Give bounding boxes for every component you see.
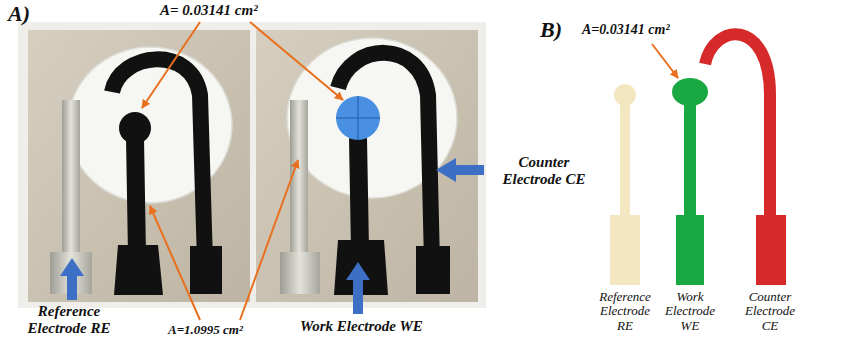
crosshair [336,96,380,140]
reference-electrode [620,102,630,217]
reference-pad [280,252,320,294]
leader-arrow [150,206,200,320]
panel-label: B) [540,18,580,42]
substrate [28,30,250,302]
counter-electrode [112,59,205,262]
counter-electrode [338,53,432,262]
counter-pad [756,215,786,285]
area-label: A=1.0995 cm² [168,323,298,337]
pointer-arrow [60,258,84,300]
panel-label: A) [8,2,48,26]
reference-electrode [62,100,80,260]
leader-arrow [240,160,298,320]
leader-arrow [142,22,200,108]
counter-pad [190,246,222,294]
working-area-highlight [336,96,380,140]
electrode-label: Reference Electrode RE [593,290,657,333]
counter-electrode [705,34,770,218]
electrode-label: Work Electrode WE [300,318,470,335]
area-label: A=0.03141 cm² [582,22,700,37]
pointer-arrow [436,158,484,182]
pointer-arrow [346,262,370,314]
reference-electrode [290,100,308,260]
working-electrode [684,100,696,217]
leader-arrow [652,44,678,78]
working-electrode [358,138,360,250]
electrode-label: Counter Electrode CE [738,290,802,333]
electrode-label: Work Electrode WE [658,290,722,333]
reference-pad [610,215,640,285]
working-electrode [135,138,137,255]
photo-background [18,22,486,308]
working-pad [114,245,163,295]
electrode-label: Reference Electrode RE [8,303,130,336]
electrode-label: Counter Electrode CE [488,154,600,187]
counter-pad [416,246,450,294]
working-pad [676,215,704,285]
leader-arrow [250,22,343,100]
area-label: A= 0.03141 cm² [160,2,300,19]
